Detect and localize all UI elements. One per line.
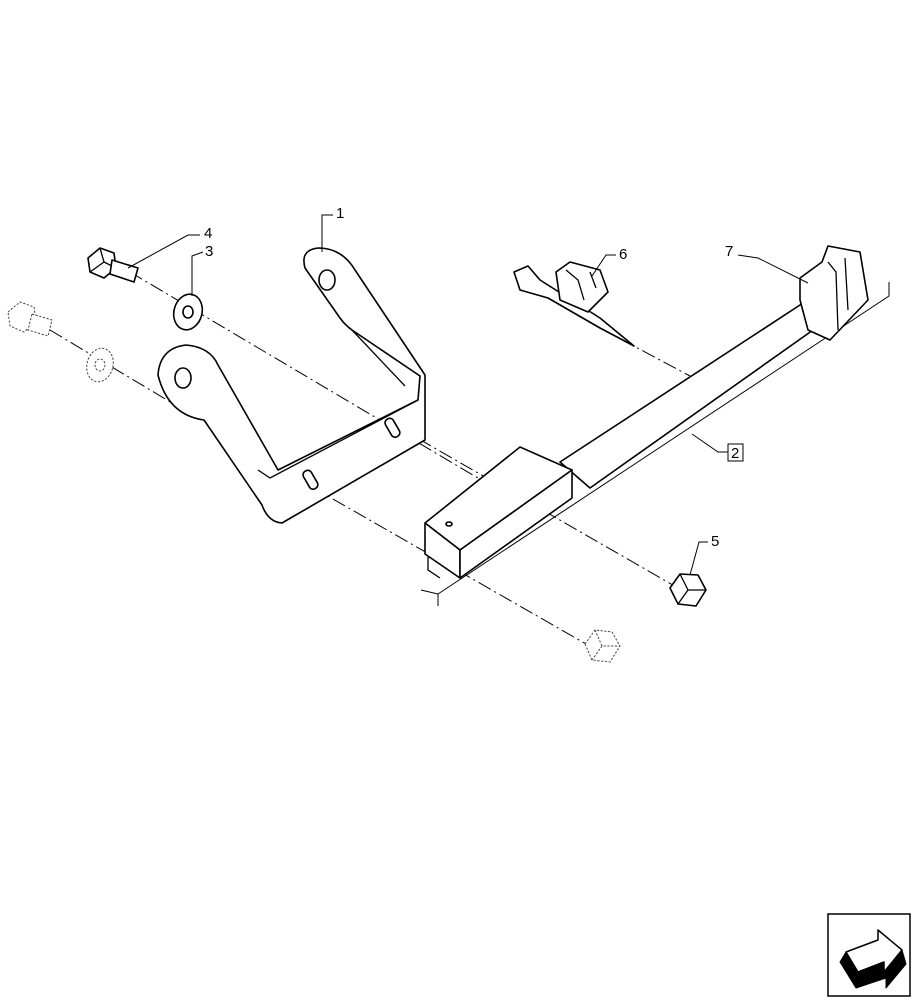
callout-1: 1 (336, 205, 344, 222)
callout-2: 2 (731, 445, 739, 462)
u-bracket (157, 247, 426, 524)
callout-2-box (727, 443, 744, 462)
rod-assembly (424, 245, 869, 579)
callout-6: 6 (619, 246, 627, 263)
nut-ghost (584, 629, 621, 663)
nut (669, 573, 707, 607)
assembly-bracket (420, 282, 890, 606)
callout-4: 4 (204, 225, 212, 242)
callout-5: 5 (711, 533, 719, 550)
callout-7: 7 (725, 243, 733, 260)
washer-ghost (86, 347, 114, 383)
callout-3: 3 (205, 243, 213, 260)
leader-lines (127, 214, 809, 576)
arrow-link-icon[interactable] (827, 913, 911, 997)
bolt-ghost (7, 301, 53, 337)
assembly-axes (49, 271, 691, 653)
callout-labels: 1 2 3 4 5 6 7 (204, 205, 744, 550)
washer (172, 293, 204, 331)
cable-tie (513, 261, 635, 347)
bolt (87, 247, 139, 283)
